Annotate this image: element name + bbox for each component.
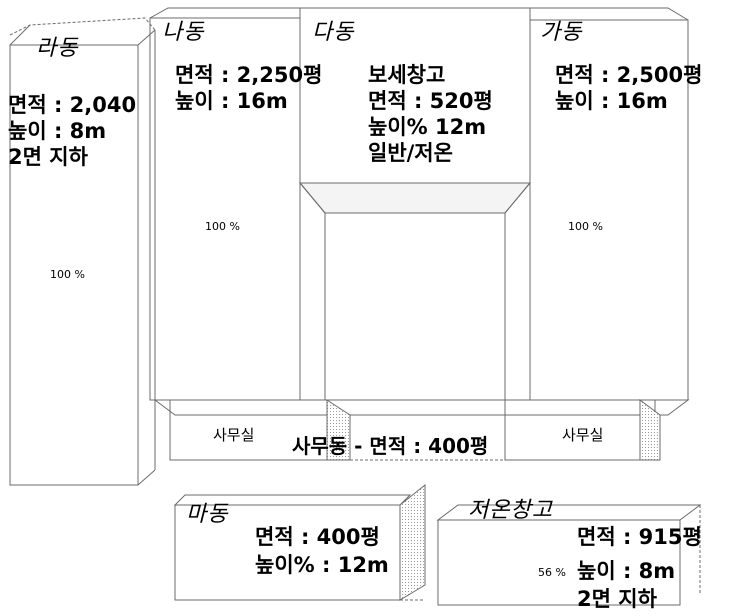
building-cold-area: 면적 : 915평 [577, 525, 702, 549]
building-ra-shape [9, 17, 156, 486]
building-ra-area: 면적 : 2,040 [8, 93, 137, 117]
building-da-height: 높이% 12m [368, 115, 487, 139]
building-da-name: 다동 [312, 20, 355, 45]
building-ga-height: 높이 : 16m [555, 89, 668, 113]
building-ga-name: 가동 [540, 20, 583, 45]
office-left-label: 사무실 [213, 426, 255, 444]
office-wing-shape [153, 399, 690, 461]
building-ma-height: 높이% : 12m [255, 553, 389, 577]
building-na-area: 면적 : 2,250평 [175, 63, 323, 87]
building-ma-area: 면적 : 400평 [255, 525, 380, 549]
building-cold-percent: 56 % [538, 566, 566, 579]
building-da-area: 면적 : 520평 [368, 89, 493, 113]
building-ga-percent: 100 % [568, 220, 603, 233]
building-ra-name: 라동 [36, 36, 79, 61]
building-ra-height: 높이 : 8m [8, 119, 107, 143]
building-ma-name: 마동 [186, 502, 229, 527]
building-ra-note: 2면 지하 [8, 145, 88, 169]
office-wing-label: 사무동 - 면적 : 400평 [292, 434, 489, 458]
building-cold-height: 높이 : 8m [577, 559, 676, 583]
building-da-shape [298, 7, 532, 400]
building-ra-percent: 100 % [50, 268, 85, 281]
building-da-note: 일반/저온 [368, 141, 453, 165]
building-cold-name: 저온창고 [468, 498, 553, 523]
building-cold-note: 2면 지하 [577, 587, 657, 611]
building-ma-shape [173, 483, 426, 601]
office-right-label: 사무실 [562, 426, 604, 444]
building-na-height: 높이 : 16m [175, 89, 288, 113]
building-na-percent: 100 % [205, 220, 240, 233]
building-cold-shape [436, 504, 702, 606]
building-na-name: 나동 [162, 20, 205, 45]
building-da-use: 보세창고 [368, 63, 446, 87]
building-ga-area: 면적 : 2,500평 [555, 63, 703, 87]
